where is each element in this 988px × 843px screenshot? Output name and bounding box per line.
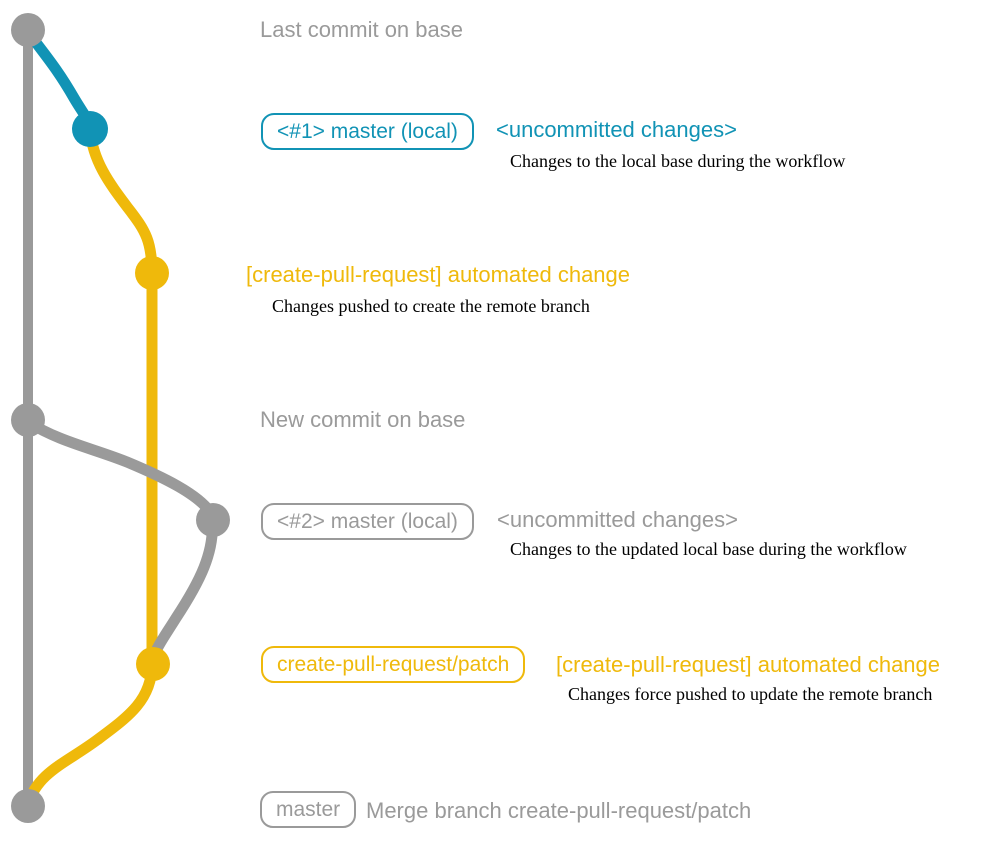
local-master-2-branch-line — [22, 416, 218, 670]
uncommitted-changes-2-title: <uncommitted changes> — [497, 507, 738, 532]
automated-change-2-title: [create-pull-request] automated change — [556, 652, 941, 677]
merge-branch-label: Merge branch create-pull-request/patch — [366, 798, 752, 823]
last-commit-on-base-label: Last commit on base — [260, 17, 463, 42]
automated-change-2-description: Changes force pushed to update the remot… — [568, 684, 933, 704]
create-pull-request-patch-badge: create-pull-request/patch — [261, 646, 526, 683]
automated-change-1-title: [create-pull-request] automated change — [246, 262, 631, 287]
commit-automated-change-2 — [136, 647, 170, 681]
commit-last-on-base — [11, 13, 45, 47]
commit-merge — [11, 789, 45, 823]
commit-uncommitted-1 — [72, 111, 108, 147]
uncommitted-changes-2-description: Changes to the updated local base during… — [510, 539, 907, 559]
commit-uncommitted-2 — [196, 503, 230, 537]
master-badge: master — [260, 791, 357, 828]
commit-new-on-base — [11, 403, 45, 437]
master-local-1-badge: <#1> master (local) — [261, 113, 474, 150]
automated-change-1-description: Changes pushed to create the remote bran… — [272, 296, 590, 316]
uncommitted-changes-1-description: Changes to the local base during the wor… — [510, 151, 846, 171]
commit-automated-change-1 — [135, 256, 169, 290]
uncommitted-changes-1-title: <uncommitted changes> — [496, 117, 737, 142]
new-commit-on-base-label: New commit on base — [260, 407, 466, 432]
master-local-2-badge: <#2> master (local) — [261, 503, 474, 540]
